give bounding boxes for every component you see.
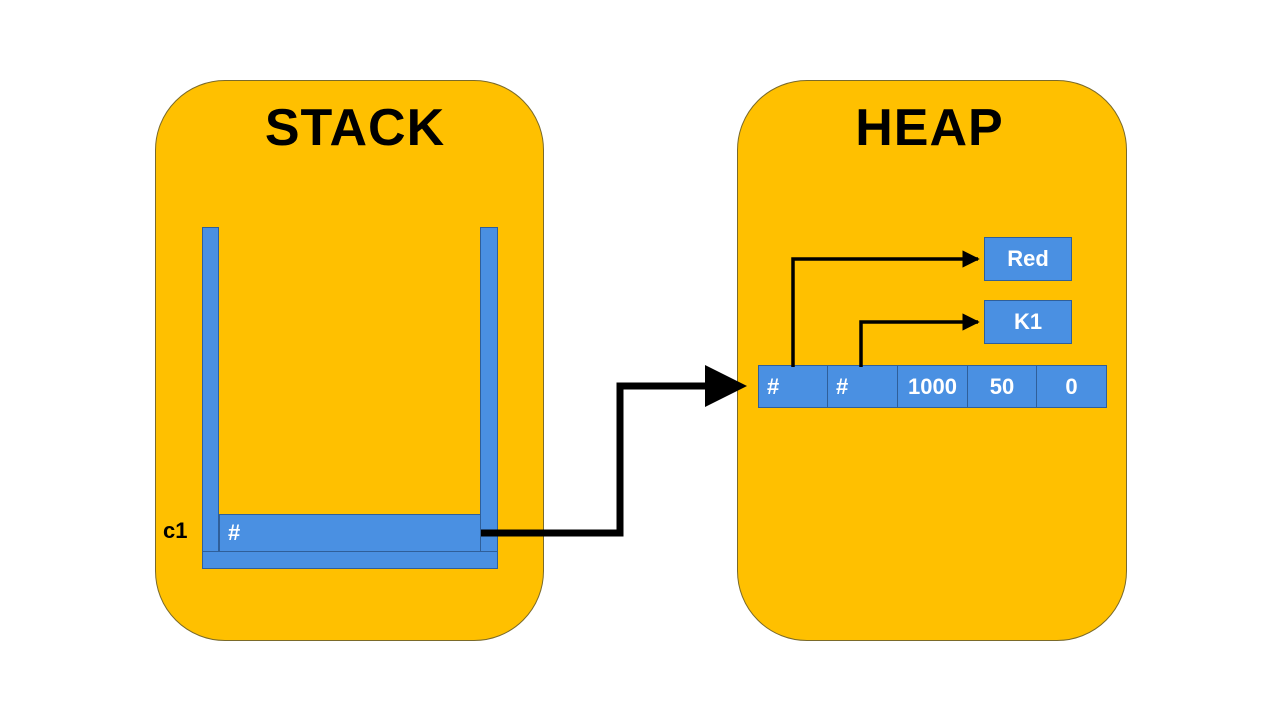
heap-field-4: 0 bbox=[1036, 365, 1107, 408]
heap-title: HEAP bbox=[855, 99, 1004, 157]
heap-field-2: 1000 bbox=[897, 365, 968, 408]
stack-bottom bbox=[202, 551, 498, 569]
heap-field-3: 50 bbox=[967, 365, 1037, 408]
stack-left-wall bbox=[202, 227, 219, 552]
stack-cell-c1: # bbox=[219, 514, 481, 552]
heap-string-red: Red bbox=[984, 237, 1072, 281]
heap-region bbox=[737, 80, 1127, 641]
heap-field-0: # bbox=[758, 365, 828, 408]
stack-right-wall bbox=[480, 227, 498, 552]
stack-variable-label: c1 bbox=[163, 518, 188, 543]
heap-string-k1: K1 bbox=[984, 300, 1072, 344]
heap-field-1: # bbox=[827, 365, 898, 408]
stack-title: STACK bbox=[264, 99, 446, 157]
